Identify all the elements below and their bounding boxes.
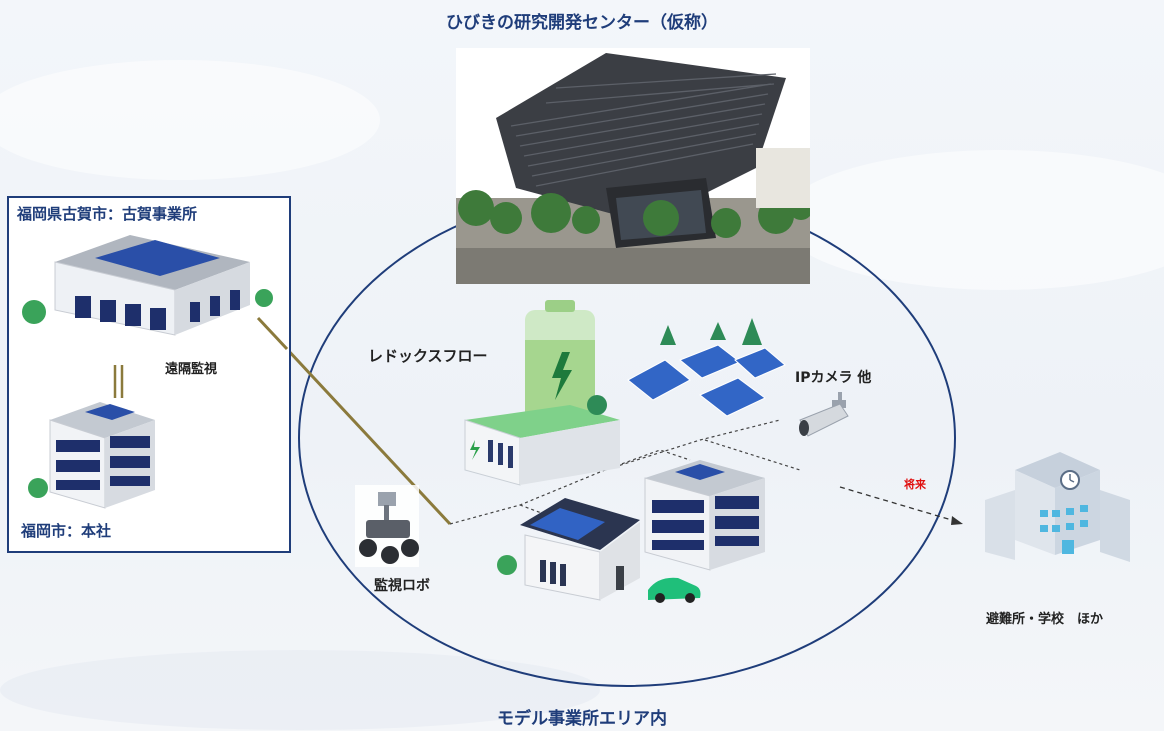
redox-flow-label: レドックスフロー (368, 347, 488, 365)
research-center-title: ひびきの研究開発センター（仮称） (446, 13, 718, 33)
fukuoka-hq-label: 福岡市：本社 (21, 522, 112, 540)
shelter-label: 避難所・学校 ほか (986, 612, 1104, 627)
surveillance-robot (355, 485, 419, 567)
koga-facility-label: 福岡県古賀市：古賀事業所 (17, 205, 198, 223)
research-center-photo (456, 48, 810, 284)
ip-camera-label: IPカメラ 他 (795, 370, 872, 386)
area-office-building (644, 460, 765, 571)
future-arrow (839, 486, 956, 522)
shelter-school-building (985, 452, 1130, 562)
model-area-title: モデル事業所エリア内 (497, 709, 667, 729)
house-with-ev (497, 498, 701, 603)
remote-monitoring-label: 遠隔監視 (165, 362, 218, 377)
solar-panel-array (627, 344, 786, 417)
robot-label: 監視ロボ (374, 578, 430, 594)
future-label: 将来 (904, 478, 926, 491)
redox-flow-battery (464, 300, 620, 486)
ip-camera (799, 392, 849, 437)
